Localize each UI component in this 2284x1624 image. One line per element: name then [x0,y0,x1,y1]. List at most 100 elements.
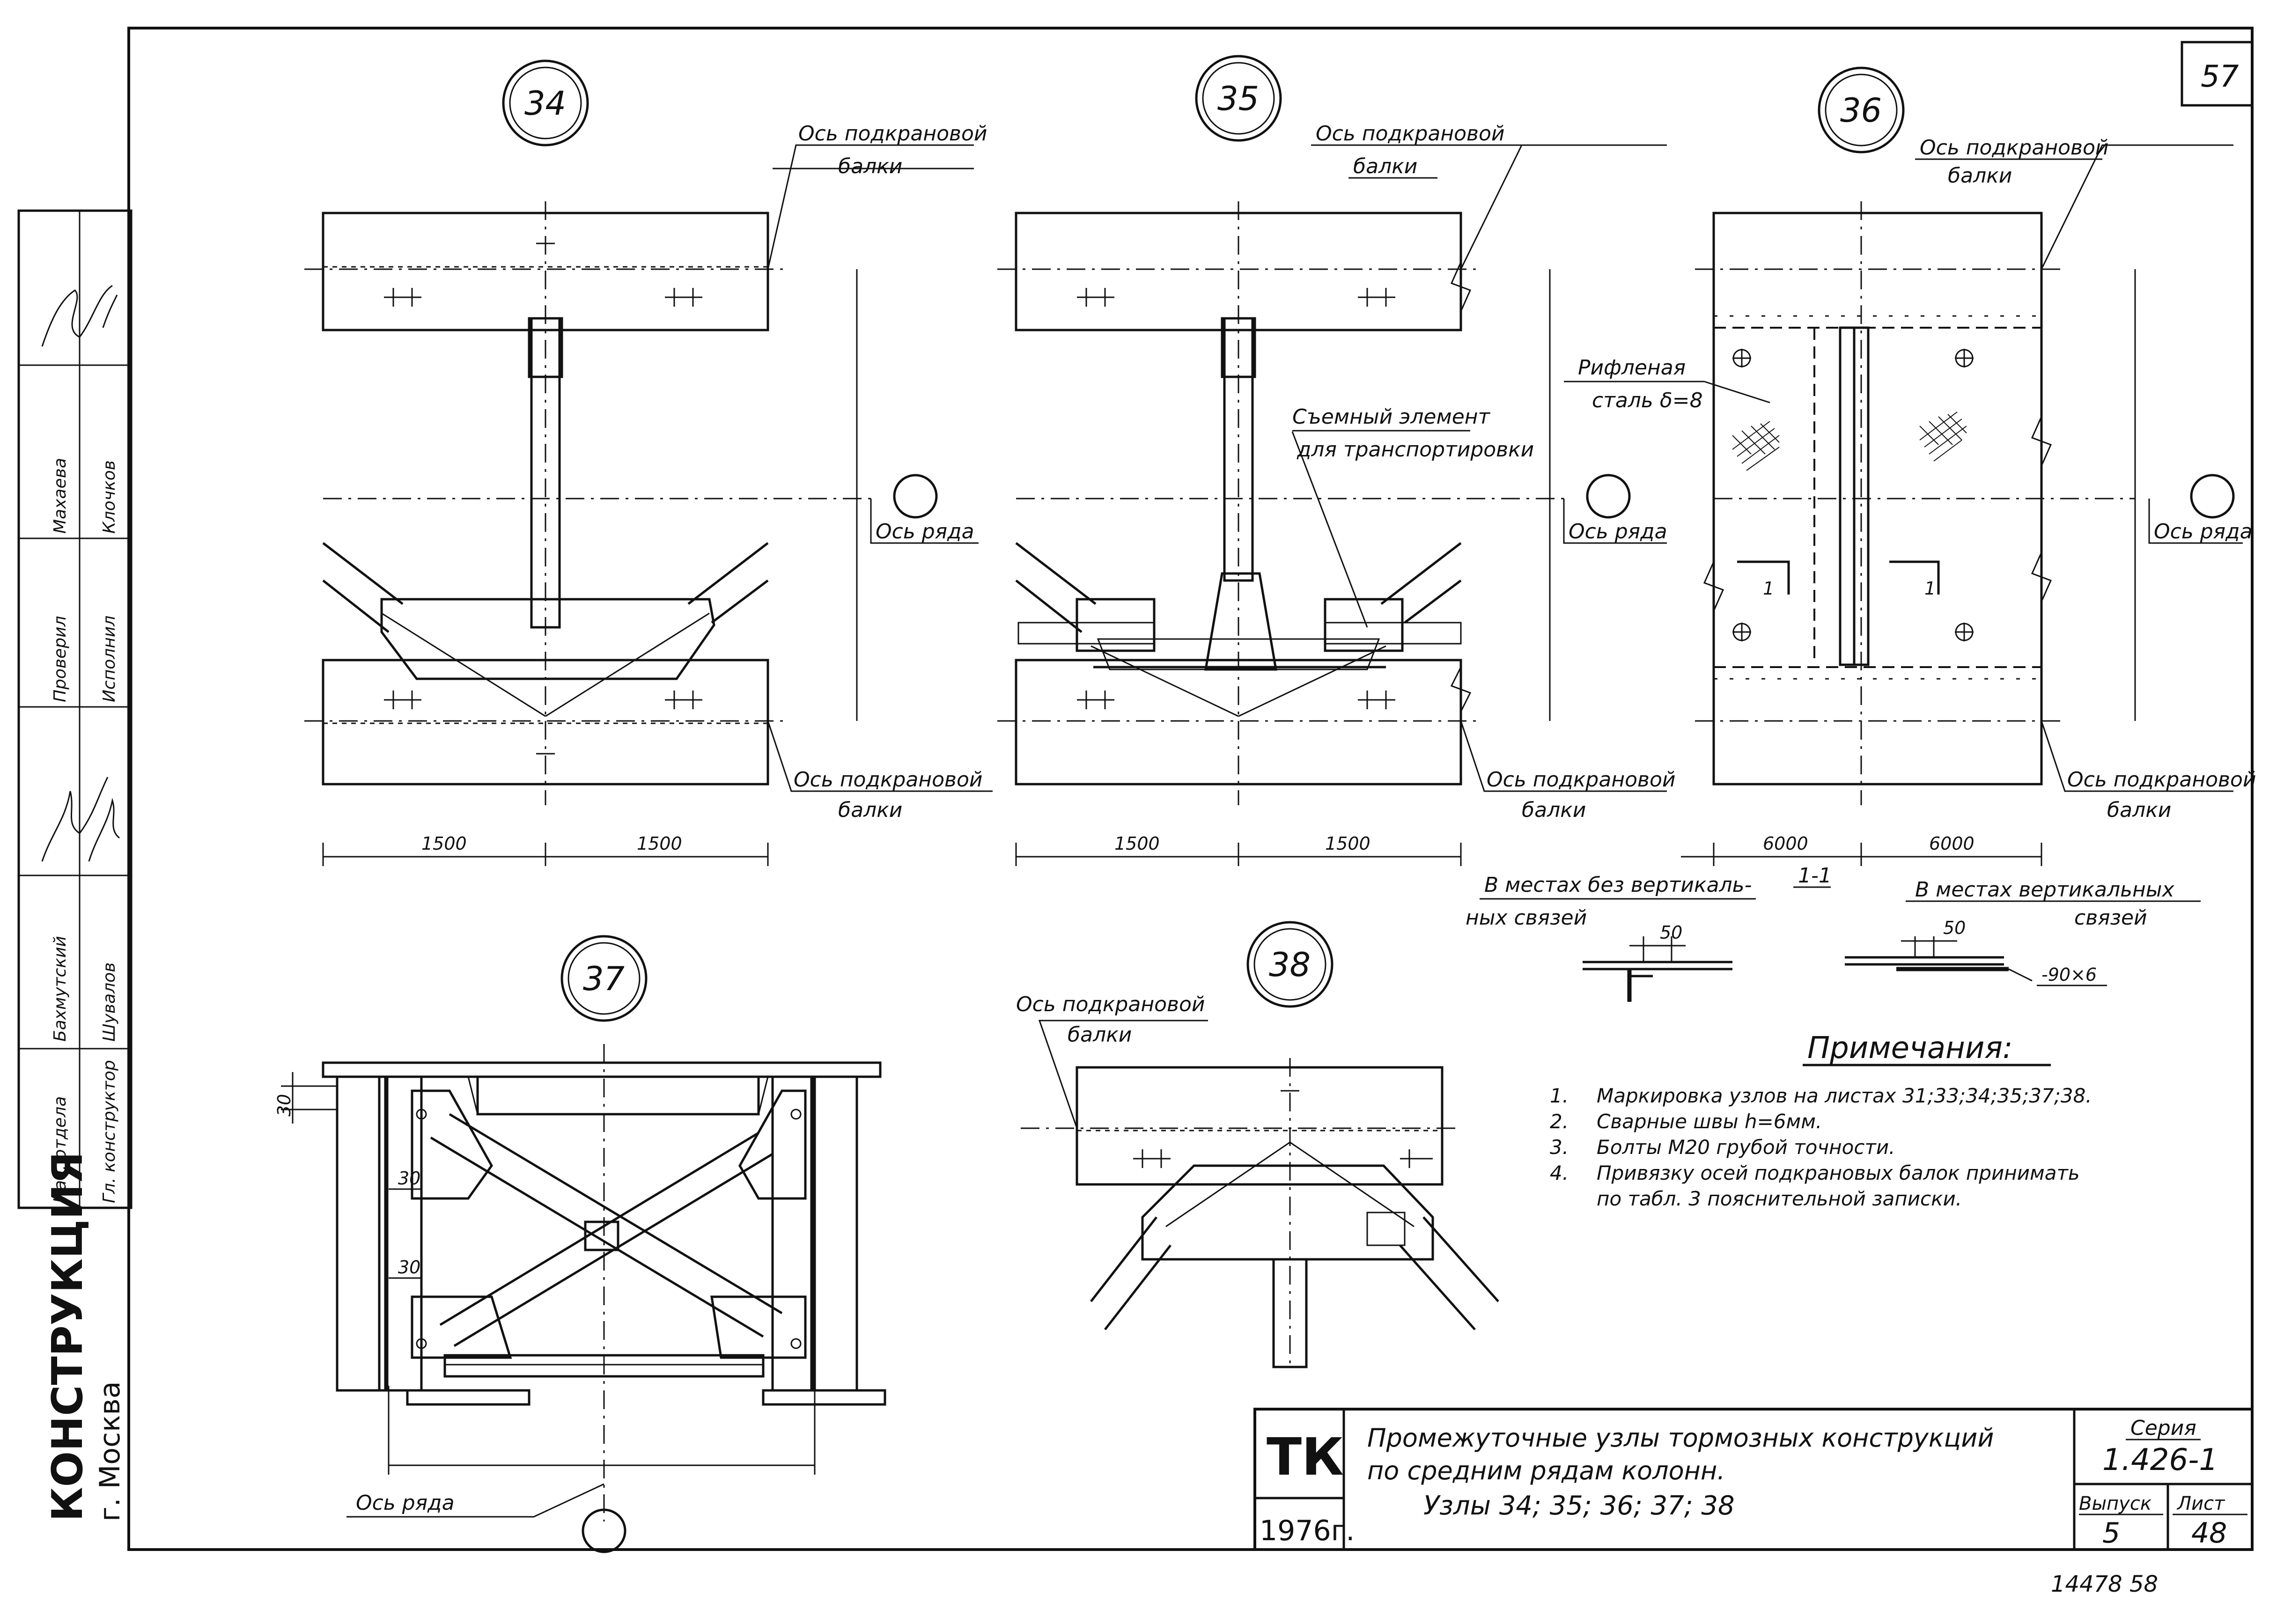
svg-text:балки: балки [1522,798,1586,822]
sheet-number: 57 [2201,59,2239,94]
svg-text:В местах вертикальных: В местах вертикальных [1915,878,2175,902]
signature [41,285,118,347]
svg-text:1.: 1. [1550,1084,1569,1107]
svg-text:Ось ряда: Ось ряда [1569,520,1667,544]
detail-34-marker: 34 [502,59,589,147]
svg-text:Ось ряда: Ось ряда [876,520,974,544]
notes: Примечания: 1. Маркировка узлов на листа… [1550,1031,2092,1210]
org-name: КОНСТРУКЦИЯ [43,1152,92,1521]
svg-text:Проверил: Проверил [51,616,70,702]
svg-text:1-1: 1-1 [1798,864,1832,888]
note-item: 3. Болты М20 грубой точности. [1550,1136,1895,1159]
svg-text:2.: 2. [1550,1110,1569,1133]
svg-text:Выпуск: Выпуск [2079,1493,2151,1514]
detail-37: 37 [274,935,886,1553]
section-1-1: 1-1 В местах без вертикаль- ных связей В… [1466,864,2201,1002]
detail-35-marker: 35 [1195,55,1282,142]
note-item: 4. Привязку осей подкрановых балок прини… [1550,1161,2080,1184]
svg-text:3.: 3. [1550,1136,1569,1159]
svg-text:Гл. конструктор: Гл. конструктор [100,1060,119,1203]
svg-text:35: 35 [1217,80,1259,118]
title-line: по средним рядам колонн. [1367,1456,1725,1485]
signature [41,777,109,862]
title-line: Промежуточные узлы тормозных конструкций [1367,1423,1994,1453]
note-item: 2. Сварные швы h=6мм. [1550,1110,1822,1133]
svg-text:38: 38 [1269,946,1311,984]
svg-text:6000: 6000 [1763,833,1808,854]
svg-text:34: 34 [524,84,566,123]
svg-text:1500: 1500 [421,833,467,854]
svg-text:балки: балки [838,154,902,178]
svg-text:Ось подкрановой: Ось подкрановой [1316,122,1504,146]
svg-text:Лист: Лист [2176,1493,2225,1514]
svg-text:Ось ряда: Ось ряда [2154,520,2253,544]
svg-text:Рифленая: Рифленая [1578,356,1686,380]
svg-text:балки: балки [1948,164,2012,188]
svg-text:Нач. отдела: Нач. отдела [51,1096,70,1203]
svg-text:Махаева: Махаева [51,458,70,534]
svg-text:Ось подкрановой: Ось подкрановой [1487,768,1675,792]
svg-text:балки: балки [2107,798,2171,822]
svg-text:1.426-1: 1.426-1 [2102,1443,2218,1477]
svg-text:Ось подкрановой: Ось подкрановой [1920,136,2108,160]
svg-text:Болты М20 грубой точности.: Болты М20 грубой точности. [1597,1136,1895,1159]
note-item: 1. Маркировка узлов на листах 31;33;34;3… [1550,1084,2092,1107]
svg-text:В местах без вертикаль-: В местах без вертикаль- [1484,873,1752,897]
svg-text:36: 36 [1840,91,1882,130]
svg-text:Исполнил: Исполнил [100,616,119,702]
svg-text:балки: балки [838,798,902,822]
svg-text:1500: 1500 [1325,833,1370,854]
note-item: по табл. 3 пояснительной записки. [1597,1187,1962,1210]
svg-text:Серия: Серия [2130,1416,2196,1440]
svg-text:Ось ряда: Ось ряда [356,1491,455,1515]
svg-text:1: 1 [1763,578,1774,599]
svg-text:50: 50 [1660,922,1682,943]
svg-text:Привязку осей подкрановых бало: Привязку осей подкрановых балок принимат… [1597,1161,2080,1184]
svg-text:30: 30 [274,1094,295,1117]
svg-text:Сварные швы h=6мм.: Сварные швы h=6мм. [1597,1110,1822,1133]
svg-text:Съемный элемент: Съемный элемент [1292,405,1491,429]
svg-text:1: 1 [1924,578,1936,599]
svg-text:37: 37 [583,960,625,998]
sheet-frame [127,27,2254,1551]
svg-text:Шувалов: Шувалов [100,963,119,1042]
svg-text:Ось подкрановой: Ось подкрановой [798,122,987,146]
svg-text:5: 5 [2102,1517,2120,1550]
side-stamp: Нач. отдела Гл. конструктор Бахмутский Ш… [17,209,133,1521]
svg-text:Маркировка узлов на листах 31;: Маркировка узлов на листах 31;33;34;35;3… [1597,1084,2092,1107]
svg-text:4.: 4. [1550,1161,1569,1184]
svg-text:балки: балки [1068,1023,1132,1047]
title-block: ТК 1976г. Промежуточные узлы тормозных к… [1253,1408,2254,1551]
svg-text:балки: балки [1353,154,1417,178]
year: 1976г. [1260,1514,1355,1547]
svg-text:6000: 6000 [1929,833,1975,854]
svg-text:Ось подкрановой: Ось подкрановой [794,768,982,792]
svg-text:48: 48 [2191,1517,2227,1550]
detail-38-marker: 38 [1246,921,1334,1008]
svg-text:30: 30 [398,1257,420,1278]
title-line: Узлы 34; 35; 36; 37; 38 [1423,1491,1735,1521]
signature [88,798,120,862]
svg-text:1500: 1500 [1114,833,1160,854]
svg-text:Клочков: Клочков [100,460,119,534]
svg-text:ных связей: ных связей [1466,906,1587,930]
sheet-number-box: 57 [2181,41,2254,107]
svg-text:Ось подкрановой: Ось подкрановой [1016,992,1205,1016]
svg-text:по табл. 3 пояснительной запис: по табл. 3 пояснительной записки. [1597,1187,1962,1210]
svg-text:Бахмутский: Бахмутский [51,936,70,1042]
archive-number: 14478 58 [2051,1571,2158,1597]
svg-text:Ось подкрановой: Ось подкрановой [2067,768,2256,792]
notes-title: Примечания: [1807,1031,2013,1066]
detail-34: 34 Ось подк [304,59,993,866]
detail-38: 38 Ось подкрановой балки [1016,921,1499,1368]
svg-text:для транспортировки: для транспортировки [1297,438,1534,462]
detail-36-marker: 36 [1818,66,1905,154]
detail-37-marker: 37 [560,935,648,1022]
svg-text:50: 50 [1943,918,1966,938]
logo: ТК [1267,1427,1344,1487]
detail-36: 36 1 1 [1564,66,2256,866]
svg-text:сталь δ=8: сталь δ=8 [1592,389,1703,412]
svg-text:30: 30 [398,1168,420,1189]
detail-35: 35 Ось подкра [997,55,1675,866]
